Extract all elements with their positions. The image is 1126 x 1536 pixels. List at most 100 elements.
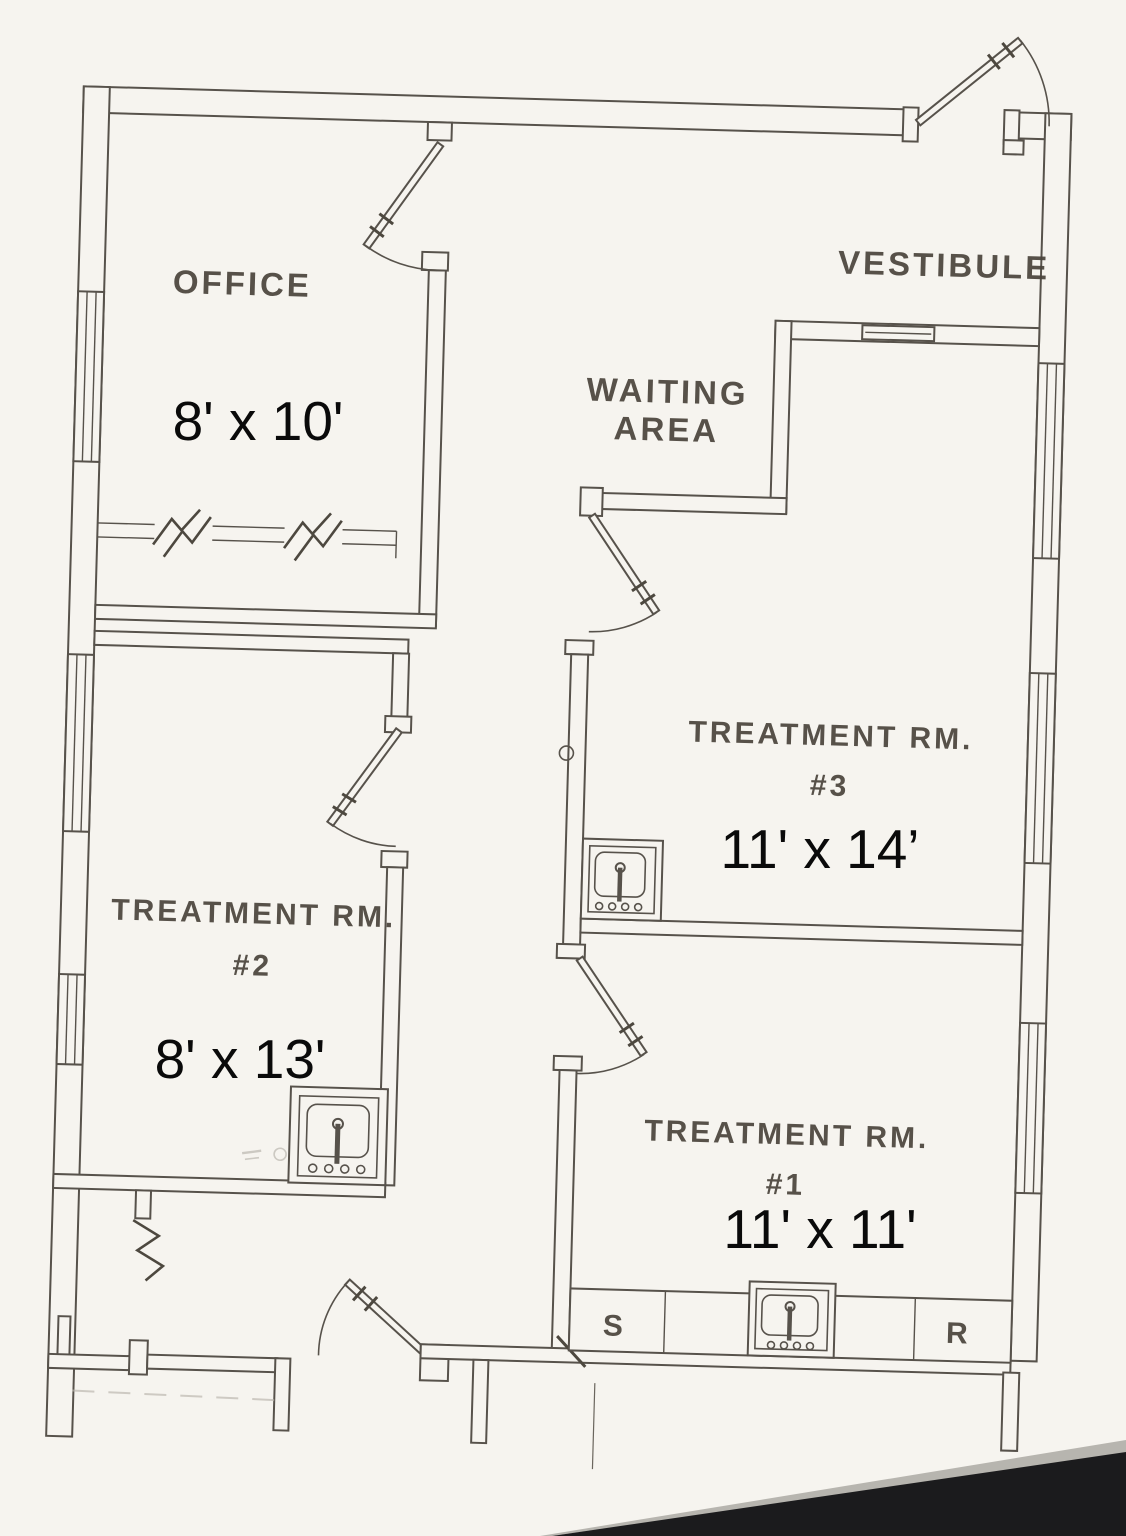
- treatment2-sink: [287, 1085, 389, 1187]
- office-door: [362, 140, 445, 272]
- faucet-stem: [617, 867, 623, 902]
- treatment2-east-wall-upper: [390, 652, 411, 720]
- faucet-stem: [786, 1306, 793, 1341]
- office-south-wall: [93, 603, 438, 630]
- treatment1-door-hinge-tick: [627, 1035, 644, 1048]
- window-left-lower: [55, 972, 87, 1066]
- corridor-door-hinge-tick: [363, 1296, 379, 1312]
- entry-door-jamb-left: [901, 106, 920, 143]
- treatment3-door: [587, 512, 661, 633]
- treatment2-door: [325, 726, 404, 848]
- window-right-lower: [1014, 1021, 1048, 1195]
- treatment1-dimensions: 11' x 11': [723, 1198, 916, 1260]
- scan-artifacts: [540, 1440, 1126, 1536]
- desk-break-symbol: [162, 516, 212, 558]
- entry-door-leaf: [914, 36, 1024, 127]
- pass-through-window: [861, 324, 936, 343]
- counter-label-r: R: [946, 1317, 972, 1351]
- waiting-area-east-wall: [769, 319, 793, 515]
- window-right-upper: [1032, 362, 1066, 560]
- pocket-wall-bottom-jamb: [555, 942, 587, 960]
- wall-below-left: [470, 1358, 490, 1445]
- office-door-jamb-top: [426, 120, 454, 142]
- treatment2-door-leaf: [325, 726, 404, 828]
- treatment1-door-swing-arc: [576, 1053, 645, 1075]
- office-label: OFFICE: [172, 263, 312, 304]
- bottom-corridor: [47, 1278, 450, 1432]
- treatment2-door-swing-arc: [329, 822, 396, 848]
- vestibule-label: VESTIBULE: [838, 243, 1051, 286]
- entry-door-stop: [1002, 139, 1025, 156]
- treatment2-dimensions: 8' x 13': [155, 1028, 326, 1090]
- pencil-smudge: [241, 1147, 287, 1162]
- floor-plan-drawing: S R OFFICE VESTIBULE WAITING AREA TREATM…: [45, 36, 1073, 1470]
- wall-below-center-line: [591, 1383, 596, 1470]
- corridor-door-swing-arc: [317, 1281, 349, 1356]
- pocket-wall-top-jamb: [564, 638, 595, 656]
- entry-door-swing-arc: [1019, 39, 1050, 127]
- treatment3-label: TREATMENT RM.: [688, 715, 974, 756]
- treatment2-north-wall: [93, 629, 410, 655]
- scan-edge-shadow: [540, 1440, 1126, 1536]
- office-desk: [97, 508, 398, 562]
- corridor-wall-corner-down: [272, 1357, 292, 1432]
- treatment3-door-leaf: [587, 512, 661, 616]
- waiting-area-label-line2: AREA: [613, 409, 720, 449]
- treatment1-sink: [746, 1280, 837, 1359]
- office-partition: [93, 120, 454, 655]
- waiting-area-south-wall: [600, 491, 788, 516]
- faucet-stem: [334, 1123, 341, 1164]
- treatment3-dimensions: 11' x 14’: [720, 818, 919, 880]
- waiting-area-label-line1: WAITING: [586, 371, 749, 413]
- treatment3-south-wall: [579, 917, 1024, 946]
- treatment3-number: #3: [809, 769, 849, 803]
- room-labels: OFFICE VESTIBULE WAITING AREA TREATMENT …: [111, 243, 1051, 1202]
- entry-door-hinge-tick: [986, 53, 1001, 70]
- corridor-south-wall-mid: [146, 1353, 279, 1374]
- treatment3-door-swing-arc: [588, 611, 657, 633]
- lower-wall-stub: [56, 1315, 72, 1358]
- counter-label-s: S: [602, 1309, 626, 1343]
- office-door-swing-arc: [366, 245, 437, 272]
- treatment2-door-hinge-tick: [332, 805, 348, 817]
- treatment2-door-jamb-bottom: [380, 849, 409, 869]
- treatment3-door-hinge-tick: [631, 580, 648, 593]
- office-door-leaf: [362, 140, 445, 250]
- office-dimensions: 8' x 10': [173, 390, 344, 452]
- desk-break-symbol: [293, 519, 343, 562]
- treatment1-door: [575, 955, 648, 1075]
- window-right-middle: [1023, 671, 1057, 865]
- treatment1-number: #1: [765, 1168, 805, 1202]
- office-door-hinge-tick: [378, 212, 395, 226]
- treatment3-sink: [579, 837, 665, 922]
- treatment3-door-hinge-tick: [639, 593, 656, 606]
- left-wall-windows: [55, 290, 106, 1066]
- corridor-door-hinge-tick: [351, 1285, 367, 1302]
- vestibule-walls: [579, 319, 1041, 518]
- corridor-door-leaf: [343, 1278, 433, 1361]
- corridor-south-wall-left: [47, 1352, 135, 1372]
- wall-below-right: [1000, 1371, 1021, 1452]
- scan-edge-black-band: [552, 1452, 1126, 1536]
- treatment2-number: #2: [232, 949, 272, 983]
- wall-break-symbol: [132, 1219, 166, 1282]
- treatment2-south-wall: [52, 1172, 387, 1199]
- window-left-middle: [62, 653, 96, 833]
- right-wall-windows: [1014, 362, 1066, 1195]
- pocket-door-pull-icon: [558, 745, 575, 761]
- treatment1-label: TREATMENT RM.: [644, 1114, 930, 1155]
- treatment2-door-hinge-tick: [341, 792, 357, 804]
- desk-break-symbol: [152, 508, 202, 546]
- office-door-jamb-bottom: [420, 250, 450, 272]
- waiting-area-south-wall-jamb: [579, 486, 604, 518]
- office-door-hinge-tick: [369, 225, 385, 238]
- dimension-annotations: 8' x 10' 11' x 14’ 8' x 13' 11' x 11': [155, 390, 920, 1260]
- treatment1-west-wall-jamb: [552, 1054, 583, 1072]
- corridor-door: [317, 1278, 433, 1361]
- window-office-left: [72, 290, 106, 463]
- treatment2-label: TREATMENT RM.: [111, 893, 397, 934]
- faint-pencil-line: [72, 1389, 281, 1402]
- office-east-wall: [417, 269, 447, 628]
